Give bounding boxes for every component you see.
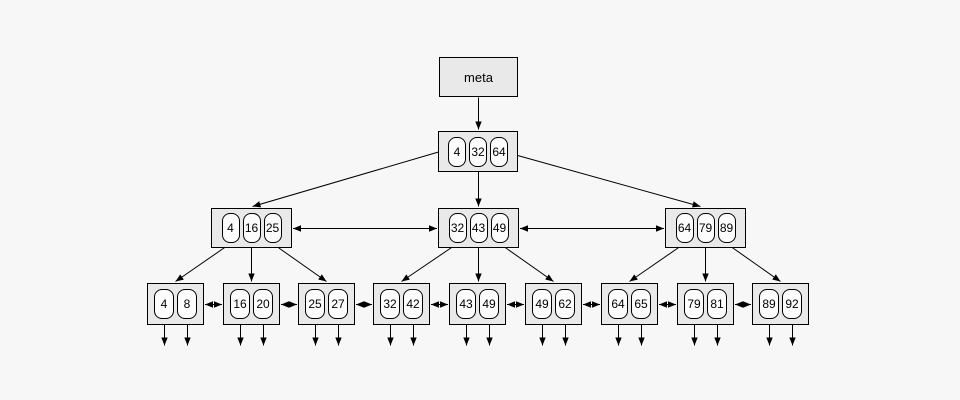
key-cell: 62	[555, 289, 575, 319]
key-cell: 81	[707, 289, 727, 319]
key-cell: 25	[263, 213, 282, 243]
key-cell: 49	[479, 289, 499, 319]
key-cell: 4	[221, 213, 240, 243]
edge-root-child-1	[252, 151, 439, 208]
meta-node[interactable]: meta	[439, 57, 518, 97]
edge-root-child-3	[510, 153, 701, 208]
edge-internal-2-child-6	[499, 243, 554, 282]
key-cell: 79	[696, 213, 715, 243]
edge-internal-3-child-9	[726, 243, 781, 282]
key-cell: 27	[328, 289, 348, 319]
key-cell: 92	[782, 289, 802, 319]
key-cell: 49	[490, 213, 509, 243]
key-cell: 4	[154, 289, 174, 319]
key-cell: 49	[532, 289, 552, 319]
key-cell: 16	[242, 213, 261, 243]
key-cell: 42	[403, 289, 423, 319]
edge-internal-1-child-3	[272, 243, 327, 282]
edge-group	[161, 97, 796, 346]
key-cell: 20	[253, 289, 273, 319]
key-cell: 43	[456, 289, 476, 319]
key-cell: 32	[380, 289, 400, 319]
key-cell: 64	[675, 213, 694, 243]
edge-internal-2-child-4	[401, 243, 458, 282]
key-cell: 32	[469, 136, 487, 167]
key-cell: 79	[684, 289, 704, 319]
key-cell: 32	[448, 213, 467, 243]
key-cell: 4	[448, 136, 466, 167]
key-cell: 16	[230, 289, 250, 319]
key-cell: 43	[469, 213, 488, 243]
key-cell: 64	[490, 136, 508, 167]
key-cell: 8	[177, 289, 197, 319]
edge-internal-3-child-7	[629, 243, 685, 282]
key-cell: 64	[608, 289, 628, 319]
key-cell: 65	[631, 289, 651, 319]
key-cell: 89	[717, 213, 736, 243]
key-cell: 89	[759, 289, 779, 319]
edge-internal-1-child-1	[175, 243, 231, 282]
meta-label: meta	[464, 69, 493, 85]
key-cell: 25	[305, 289, 325, 319]
